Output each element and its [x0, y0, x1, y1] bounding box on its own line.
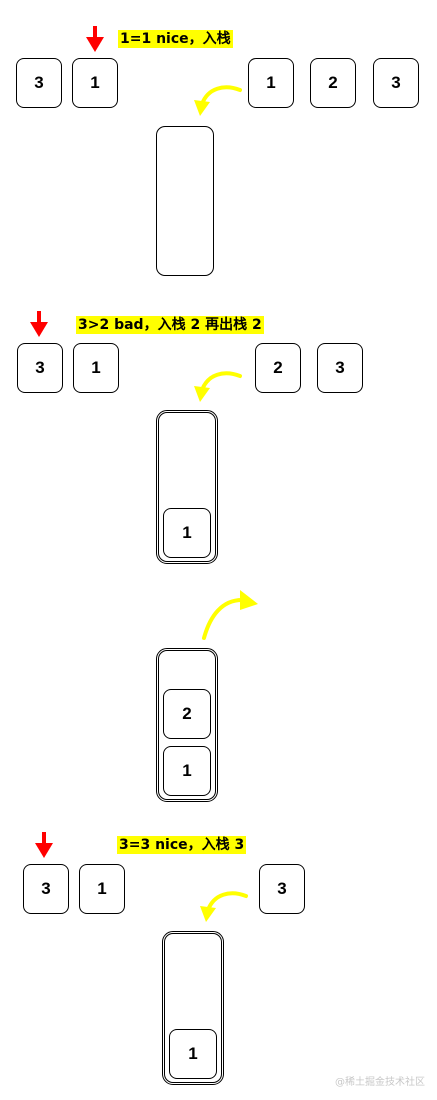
- right-item: 3: [317, 343, 363, 393]
- right-item: 2: [310, 58, 356, 108]
- left-item-current: 3: [17, 343, 63, 393]
- step-1-panel: 1=1 nice，入栈 3 1 1 2 3: [0, 0, 437, 290]
- step-2-caption: 3>2 bad，入栈 2 再出栈 2: [76, 316, 264, 334]
- pop-arrow-icon: [202, 590, 258, 640]
- stack-item: 1: [169, 1029, 217, 1079]
- step-3-panel: 2 1: [156, 590, 258, 802]
- stack-container: 1: [156, 410, 218, 564]
- right-item: 1: [248, 58, 294, 108]
- watermark: @稀土掘金技术社区: [335, 1077, 425, 1088]
- stack-container: 2 1: [156, 648, 218, 802]
- left-item-current: 3: [23, 864, 69, 914]
- stack-container: [156, 126, 214, 276]
- right-item: 3: [259, 864, 305, 914]
- left-item: 1: [73, 343, 119, 393]
- step-1-caption: 1=1 nice，入栈: [118, 30, 233, 48]
- pointer-arrow-icon: [35, 832, 53, 858]
- stack-item: 1: [163, 746, 211, 796]
- push-arrow-icon: [200, 891, 248, 922]
- pointer-arrow-icon: [30, 311, 48, 337]
- right-item: 2: [255, 343, 301, 393]
- step-4-caption: 3=3 nice，入栈 3: [117, 836, 247, 854]
- left-item: 3: [16, 58, 62, 108]
- step-2-panel: 3>2 bad，入栈 2 再出栈 2 3 1 2 3 1: [17, 311, 363, 564]
- stack-item: 2: [163, 689, 211, 739]
- stack-container: 1: [162, 931, 224, 1085]
- right-item: 3: [373, 58, 419, 108]
- push-arrow-icon: [194, 371, 242, 402]
- stack-item: 1: [163, 508, 211, 558]
- left-item: 1: [79, 864, 125, 914]
- push-arrow-icon: [194, 85, 242, 116]
- pointer-arrow-icon: [86, 26, 104, 52]
- left-item-current: 1: [72, 58, 118, 108]
